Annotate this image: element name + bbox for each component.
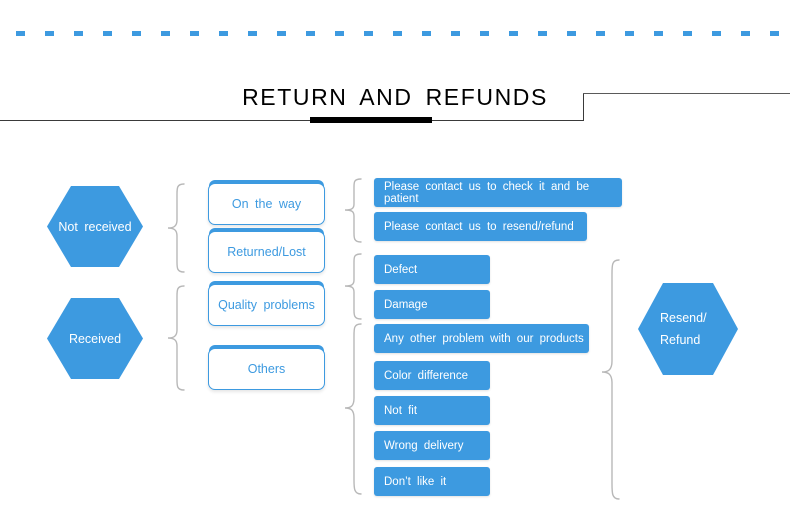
divider-dot xyxy=(683,31,692,36)
brace-on-the-way-group xyxy=(341,177,363,245)
hexagon-resend-refund-label: Resend/ Refund xyxy=(638,307,738,351)
title-rule-step-vertical xyxy=(583,93,584,121)
reason-label-on-the-way: On the way xyxy=(231,197,302,211)
reason-label-quality-problems: Quality problems xyxy=(218,298,315,312)
dotted-divider xyxy=(0,31,790,36)
hexagon-resend-refund-line2: Refund xyxy=(660,333,701,347)
divider-dot xyxy=(741,31,750,36)
hexagon-resend-refund-line1: Resend/ xyxy=(660,311,707,325)
divider-dot xyxy=(16,31,25,36)
divider-dot xyxy=(451,31,460,36)
action-box-dont-like-it[interactable]: Don’t like it xyxy=(374,467,490,496)
hexagon-not-received[interactable]: Not received xyxy=(47,186,143,267)
action-box-damage[interactable]: Damage xyxy=(374,290,490,319)
action-box-contact-resend[interactable]: Please contact us to resend/refund xyxy=(374,212,587,241)
title-accent-bar xyxy=(310,117,432,123)
divider-dot xyxy=(480,31,489,36)
divider-dot xyxy=(596,31,605,36)
brace-not-received xyxy=(164,182,186,274)
divider-dot xyxy=(625,31,634,36)
divider-dot xyxy=(277,31,286,36)
divider-dot xyxy=(509,31,518,36)
reason-box-quality-problems[interactable]: Quality problems xyxy=(208,284,325,326)
divider-dot xyxy=(770,31,779,36)
action-box-any-other-problem[interactable]: Any other problem with our products xyxy=(374,324,589,353)
divider-dot xyxy=(306,31,315,36)
action-box-contact-check[interactable]: Please contact us to check it and be pat… xyxy=(374,178,622,207)
divider-dot xyxy=(45,31,54,36)
brace-outcome-group xyxy=(598,258,622,504)
divider-dot xyxy=(248,31,257,36)
reason-label-returned-lost: Returned/Lost xyxy=(227,245,306,259)
reason-box-others[interactable]: Others xyxy=(208,348,325,390)
brace-quality-problems-group xyxy=(341,252,363,324)
action-label-contact-check: Please contact us to check it and be pat… xyxy=(384,180,590,205)
hexagon-resend-refund[interactable]: Resend/ Refund xyxy=(638,283,738,375)
action-label-any-other-problem: Any other problem with our products xyxy=(384,332,584,345)
action-label-dont-like-it: Don’t like it xyxy=(384,475,447,488)
divider-dot xyxy=(190,31,199,36)
reason-box-returned-lost[interactable]: Returned/Lost xyxy=(208,231,325,273)
divider-dot xyxy=(712,31,721,36)
divider-dot xyxy=(74,31,83,36)
action-label-not-fit: Not fit xyxy=(384,404,418,417)
divider-dot xyxy=(103,31,112,36)
hexagon-not-received-label: Not received xyxy=(58,219,132,234)
divider-dot xyxy=(132,31,141,36)
divider-dot xyxy=(335,31,344,36)
divider-dot xyxy=(364,31,373,36)
divider-dot xyxy=(538,31,547,36)
action-box-wrong-delivery[interactable]: Wrong delivery xyxy=(374,431,490,460)
page-title: RETURN AND REFUNDS xyxy=(242,84,548,110)
action-label-color-difference: Color difference xyxy=(384,369,468,382)
brace-others-group xyxy=(341,322,363,500)
action-label-defect: Defect xyxy=(384,263,418,276)
reason-box-on-the-way[interactable]: On the way xyxy=(208,183,325,225)
action-label-wrong-delivery: Wrong delivery xyxy=(384,439,464,452)
divider-dot xyxy=(219,31,228,36)
hexagon-received[interactable]: Received xyxy=(47,298,143,379)
divider-dot xyxy=(567,31,576,36)
action-box-color-difference[interactable]: Color difference xyxy=(374,361,490,390)
brace-received xyxy=(164,284,186,392)
action-box-defect[interactable]: Defect xyxy=(374,255,490,284)
divider-dot xyxy=(161,31,170,36)
title-rule-step-horizontal xyxy=(583,93,790,94)
divider-dot xyxy=(422,31,431,36)
action-label-contact-resend: Please contact us to resend/refund xyxy=(384,220,574,233)
divider-dot xyxy=(654,31,663,36)
hexagon-received-label: Received xyxy=(68,331,122,346)
reason-label-others: Others xyxy=(247,362,286,376)
action-box-not-fit[interactable]: Not fit xyxy=(374,396,490,425)
divider-dot xyxy=(393,31,402,36)
action-label-damage: Damage xyxy=(384,298,428,311)
title-underline xyxy=(0,120,584,121)
